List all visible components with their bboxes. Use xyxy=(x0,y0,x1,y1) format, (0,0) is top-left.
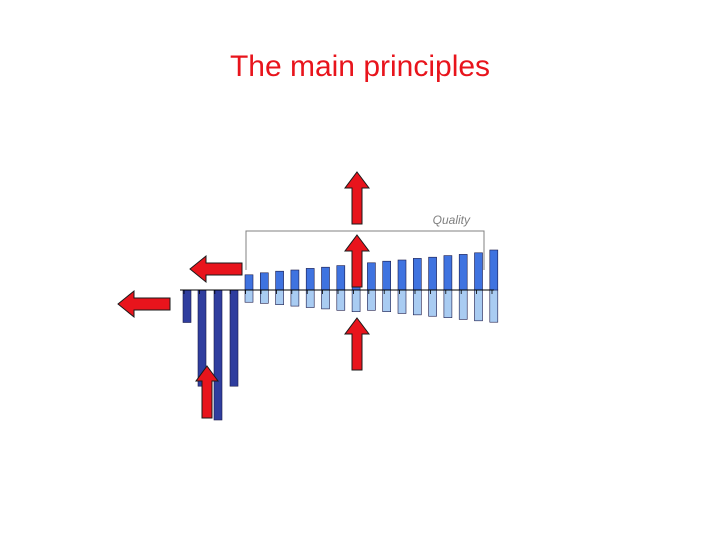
upper-bar xyxy=(275,270,284,291)
axis-ticks xyxy=(183,290,493,294)
upper-bar xyxy=(259,272,269,291)
upper-bar xyxy=(397,259,407,291)
upper-bars-group xyxy=(244,249,499,291)
lower-bar xyxy=(275,289,284,305)
arrow-up-bottom-icon xyxy=(344,317,370,371)
dark-bar xyxy=(213,289,223,421)
lower-bar xyxy=(489,289,499,323)
lower-bar xyxy=(428,289,437,317)
upper-bar xyxy=(412,258,422,291)
upper-bar xyxy=(336,265,346,291)
upper-bar xyxy=(367,262,376,291)
lower-bar xyxy=(244,289,254,303)
lower-bar xyxy=(259,289,269,304)
lower-bar xyxy=(474,289,483,322)
slide-title: The main principles xyxy=(229,50,491,83)
arrow-left-upper-icon xyxy=(189,254,243,284)
upper-bar xyxy=(474,252,483,291)
upper-bar xyxy=(382,260,392,291)
upper-bar xyxy=(458,254,468,291)
lower-bar xyxy=(412,289,422,316)
lower-bar xyxy=(458,289,468,320)
upper-bar xyxy=(489,249,499,291)
dark-bar xyxy=(182,289,192,323)
lower-bar xyxy=(443,289,453,318)
upper-bar xyxy=(305,268,315,291)
upper-bar xyxy=(321,266,330,291)
arrow-left-lower-icon xyxy=(117,289,171,319)
upper-bar xyxy=(290,269,300,291)
dark-bar xyxy=(229,289,239,387)
arrow-up-middle-icon xyxy=(344,234,370,288)
arrows-group xyxy=(117,171,370,419)
upper-bar xyxy=(443,255,453,291)
quality-label: Quality xyxy=(433,213,471,227)
arrow-up-top-icon xyxy=(344,171,370,225)
arrow-up-left-bar-icon xyxy=(195,365,219,419)
lower-bars-group xyxy=(244,289,499,323)
upper-bar xyxy=(428,256,437,291)
upper-bar xyxy=(244,274,254,291)
quality-bracket xyxy=(245,230,485,270)
